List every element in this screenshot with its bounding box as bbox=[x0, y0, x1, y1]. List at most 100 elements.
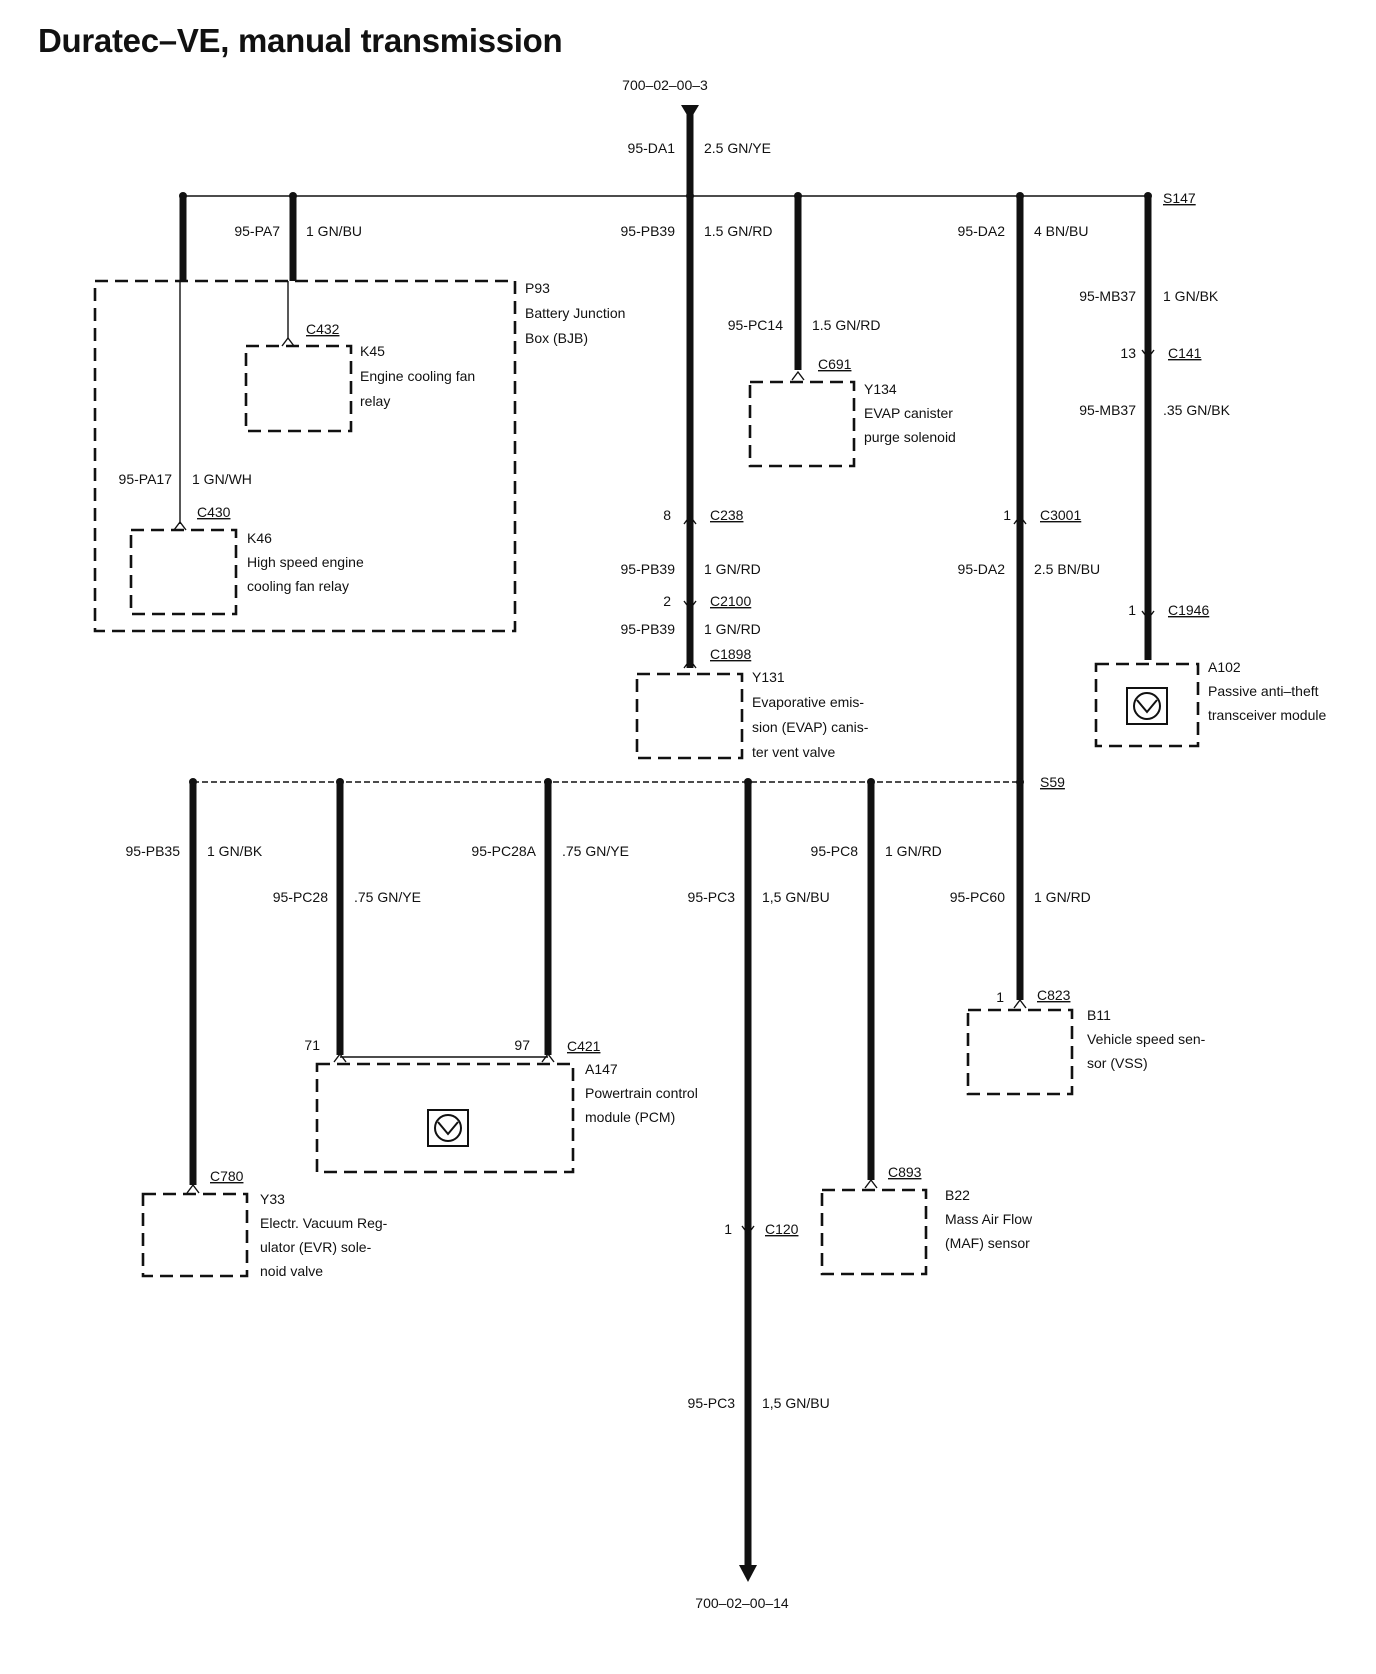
a102-name-1: Passive anti–theft bbox=[1208, 683, 1319, 699]
diagram-title: Duratec–VE, manual transmission bbox=[38, 22, 563, 59]
b22-name-1: Mass Air Flow bbox=[945, 1211, 1033, 1227]
wire-da1-code: 95-DA1 bbox=[628, 140, 676, 156]
c823-pin: 1 bbox=[996, 989, 1004, 1005]
wire-da2b-spec: 2.5 BN/BU bbox=[1034, 561, 1100, 577]
wire-da2b-code: 95-DA2 bbox=[958, 561, 1006, 577]
a147-module-icon-mark bbox=[437, 1121, 459, 1136]
wire-da1-spec: 2.5 GN/YE bbox=[704, 140, 771, 156]
c2100-pin: 2 bbox=[663, 593, 671, 609]
a147-name-2: module (PCM) bbox=[585, 1109, 675, 1125]
a147-name-1: Powertrain control bbox=[585, 1085, 698, 1101]
wire-pc28-code: 95-PC28 bbox=[273, 889, 328, 905]
bus-lower-node bbox=[1016, 778, 1024, 786]
wire-pc3b-code: 95-PC3 bbox=[688, 1395, 736, 1411]
connector-c3001: C3001 bbox=[1040, 507, 1081, 523]
y131-name-2: sion (EVAP) canis- bbox=[752, 719, 869, 735]
y134-name-2: purge solenoid bbox=[864, 429, 956, 445]
connector-c432: C432 bbox=[306, 321, 340, 337]
wire-pa7-code: 95-PA7 bbox=[234, 223, 280, 239]
connector-c691: C691 bbox=[818, 356, 852, 372]
c691-pin-icon bbox=[791, 370, 805, 381]
c141-pin-icon bbox=[1141, 349, 1155, 360]
wire-pb35-code: 95-PB35 bbox=[126, 843, 181, 859]
connector-c2100: C2100 bbox=[710, 593, 751, 609]
wire-da2a-code: 95-DA2 bbox=[958, 223, 1006, 239]
c421-pin-a: 71 bbox=[304, 1037, 320, 1053]
component-a147-box bbox=[315, 1062, 575, 1174]
c432-pin-icon bbox=[281, 336, 295, 347]
ref-top: 700–02–00–3 bbox=[622, 77, 708, 93]
component-b22-box bbox=[820, 1188, 928, 1276]
c1898-pin-icon bbox=[683, 658, 697, 669]
y134-id: Y134 bbox=[864, 381, 897, 397]
k46-id: K46 bbox=[247, 530, 272, 546]
c120-pin: 1 bbox=[724, 1221, 732, 1237]
wire-mb37a-code: 95-MB37 bbox=[1079, 288, 1136, 304]
c3001-pin-icon bbox=[1013, 514, 1027, 525]
c141-pin: 13 bbox=[1120, 345, 1136, 361]
wire-pb39b-spec: 1 GN/RD bbox=[704, 561, 761, 577]
wire-pb39a-spec: 1.5 GN/RD bbox=[704, 223, 772, 239]
ref-bottom-arrow-icon bbox=[739, 1565, 757, 1582]
connector-c1898: C1898 bbox=[710, 646, 751, 662]
component-a102-box bbox=[1094, 662, 1200, 748]
c421-pin-b: 97 bbox=[514, 1037, 530, 1053]
component-y131-box bbox=[635, 672, 744, 760]
wire-mb37a-spec: 1 GN/BK bbox=[1163, 288, 1219, 304]
k45-id: K45 bbox=[360, 343, 385, 359]
a102-id: A102 bbox=[1208, 659, 1241, 675]
wire-pb35-spec: 1 GN/BK bbox=[207, 843, 263, 859]
connector-c430: C430 bbox=[197, 504, 231, 520]
k46-name-1: High speed engine bbox=[247, 554, 364, 570]
p93-name-2: Box (BJB) bbox=[525, 330, 588, 346]
connector-c141: C141 bbox=[1168, 345, 1202, 361]
y134-name-1: EVAP canister bbox=[864, 405, 953, 421]
wire-pc8-spec: 1 GN/RD bbox=[885, 843, 942, 859]
a102-module-icon bbox=[1133, 692, 1161, 720]
c1946-pin: 1 bbox=[1128, 602, 1136, 618]
wire-da2a-spec: 4 BN/BU bbox=[1034, 223, 1088, 239]
wire-pa17-spec: 1 GN/WH bbox=[192, 471, 252, 487]
component-b11-box bbox=[966, 1008, 1074, 1096]
a147-module-icon-frame bbox=[427, 1109, 469, 1147]
b22-name-2: (MAF) sensor bbox=[945, 1235, 1030, 1251]
component-p93-box bbox=[93, 279, 517, 633]
c3001-pin: 1 bbox=[1003, 507, 1011, 523]
wire-pa7-spec: 1 GN/BU bbox=[306, 223, 362, 239]
wire-pc60-code: 95-PC60 bbox=[950, 889, 1005, 905]
a147-module-icon bbox=[434, 1114, 462, 1142]
c780-pin-icon bbox=[186, 1183, 200, 1194]
y131-id: Y131 bbox=[752, 669, 785, 685]
a102-module-icon-frame bbox=[1126, 687, 1168, 725]
p93-name-1: Battery Junction bbox=[525, 305, 625, 321]
b11-id: B11 bbox=[1087, 1007, 1111, 1023]
a102-name-2: transceiver module bbox=[1208, 707, 1326, 723]
k46-name-2: cooling fan relay bbox=[247, 578, 349, 594]
y33-id: Y33 bbox=[260, 1191, 285, 1207]
component-y134-box bbox=[748, 380, 856, 468]
y131-name-3: ter vent valve bbox=[752, 744, 835, 760]
c120-pin-icon bbox=[741, 1225, 755, 1236]
connector-c120: C120 bbox=[765, 1221, 799, 1237]
k45-name-1: Engine cooling fan bbox=[360, 368, 475, 384]
splice-s59: S59 bbox=[1040, 774, 1065, 790]
wire-pc60-spec: 1 GN/RD bbox=[1034, 889, 1091, 905]
b11-name-1: Vehicle speed sen- bbox=[1087, 1031, 1206, 1047]
splice-s147: S147 bbox=[1163, 190, 1196, 206]
wire-pc3a-spec: 1,5 GN/BU bbox=[762, 889, 830, 905]
connector-c1946: C1946 bbox=[1168, 602, 1209, 618]
b11-name-2: sor (VSS) bbox=[1087, 1055, 1148, 1071]
connector-c823: C823 bbox=[1037, 987, 1071, 1003]
wire-pc28a-code: 95-PC28A bbox=[471, 843, 536, 859]
a102-module-icon-mark bbox=[1136, 699, 1158, 714]
c430-pin-icon bbox=[173, 520, 187, 531]
wire-pc3a-code: 95-PC3 bbox=[688, 889, 736, 905]
wire-pc28a-spec: .75 GN/YE bbox=[562, 843, 629, 859]
ref-bottom: 700–02–00–14 bbox=[695, 1595, 789, 1611]
component-y33-box bbox=[141, 1192, 249, 1278]
wire-pb39b-code: 95-PB39 bbox=[621, 561, 676, 577]
wire-pc28-spec: .75 GN/YE bbox=[354, 889, 421, 905]
k45-name-2: relay bbox=[360, 393, 390, 409]
c421-pin-a-icon bbox=[333, 1052, 347, 1063]
a147-id: A147 bbox=[585, 1061, 618, 1077]
